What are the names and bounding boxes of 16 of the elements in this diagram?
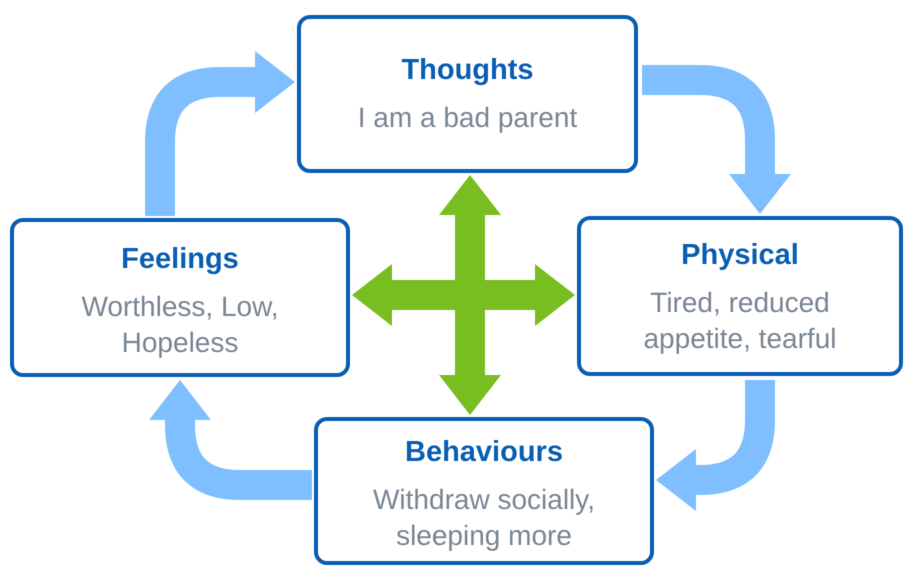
box-heading: Behaviours [405, 435, 563, 470]
box-heading: Physical [681, 238, 799, 273]
category-box [577, 216, 903, 376]
category-box [297, 15, 638, 173]
curved-arrow [145, 51, 295, 216]
box-description: Worthless, Low, Hopeless [80, 290, 280, 360]
box-description: Withdraw socially, sleeping more [372, 482, 596, 554]
double-arrow [439, 175, 501, 415]
box-description: Tired, reduced appetite, tearful [642, 286, 838, 356]
box-description: I am a bad parent [358, 100, 578, 135]
box-heading: Thoughts [401, 53, 534, 88]
box-heading: Feelings [121, 242, 239, 277]
curved-arrow [149, 380, 312, 500]
double-arrow [352, 264, 575, 326]
category-box [314, 417, 654, 565]
category-box [10, 218, 350, 377]
